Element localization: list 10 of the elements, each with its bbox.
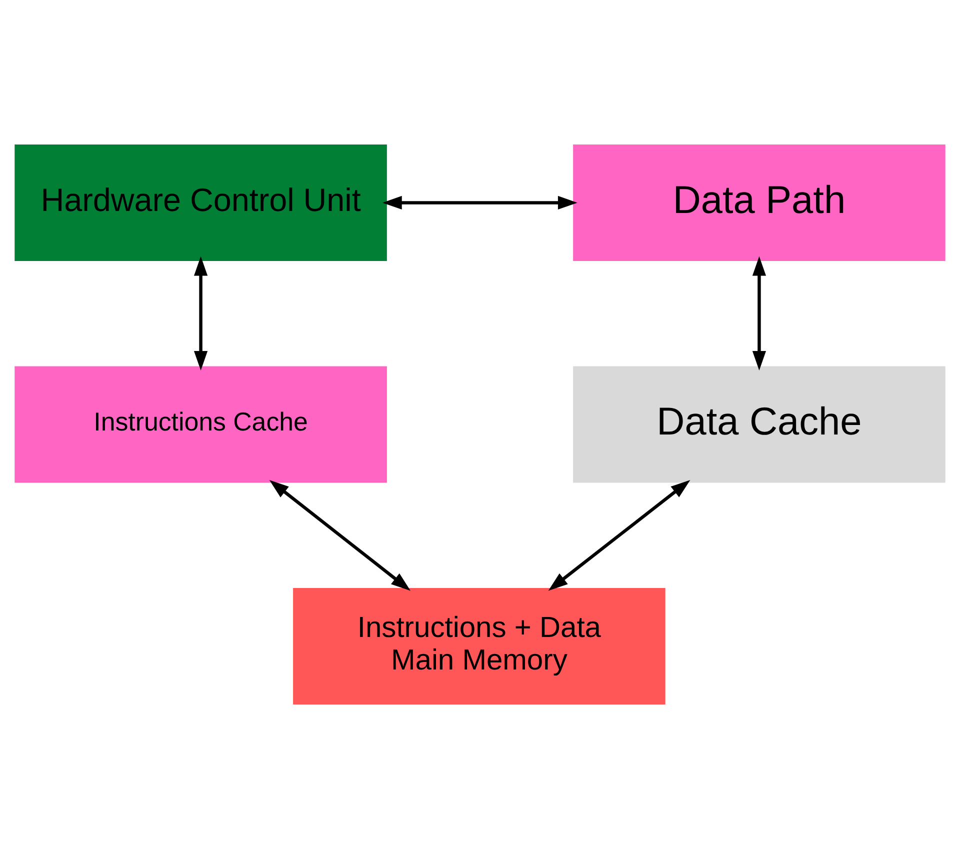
node-box: Data Cache xyxy=(573,366,946,482)
node-box: Instructions Cache xyxy=(14,366,387,482)
arrow xyxy=(194,256,208,370)
node-box: Hardware Control Unit xyxy=(14,144,387,261)
node-box: Data Path xyxy=(573,144,946,261)
arrow xyxy=(269,479,410,590)
node-box: Instructions + Data Main Memory xyxy=(293,587,666,704)
arrow xyxy=(548,479,690,590)
arrow xyxy=(752,256,766,370)
arrow xyxy=(382,195,578,210)
